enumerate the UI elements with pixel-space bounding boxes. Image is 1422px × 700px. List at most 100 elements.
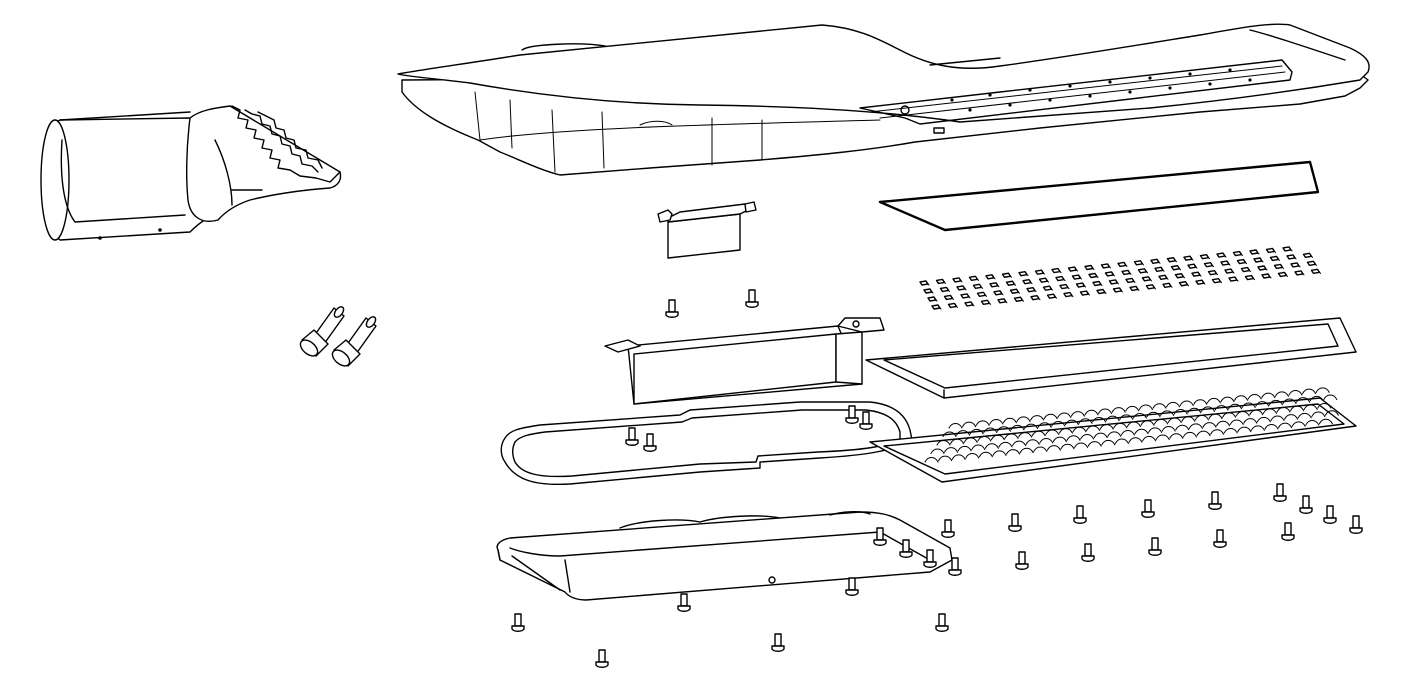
led-chip-icon bbox=[1294, 270, 1305, 276]
led-chip-icon bbox=[1228, 276, 1239, 282]
led-chip-icon bbox=[1273, 263, 1284, 270]
screw-icon bbox=[1323, 505, 1337, 524]
lens-cell bbox=[1045, 429, 1060, 435]
lens-cell bbox=[1128, 437, 1143, 443]
lens-cell bbox=[1148, 427, 1163, 433]
screw-icon bbox=[1073, 505, 1087, 524]
lens-cell bbox=[1276, 407, 1291, 413]
led-chip-icon bbox=[1150, 258, 1161, 264]
lens-cell bbox=[1284, 414, 1299, 420]
led-chip-icon bbox=[1129, 285, 1140, 292]
lens-cell bbox=[1187, 407, 1202, 414]
led-chip-icon bbox=[1018, 271, 1029, 277]
led-chip-icon bbox=[1211, 277, 1222, 284]
bottom-cover bbox=[496, 511, 953, 601]
lens-cell bbox=[1324, 410, 1339, 416]
lens-cell bbox=[1278, 422, 1293, 429]
pole-mount-adapter bbox=[40, 105, 342, 241]
led-chip-icon bbox=[935, 278, 946, 285]
lens-cell bbox=[1255, 401, 1270, 407]
led-chip-icon bbox=[943, 294, 954, 301]
screw-icon bbox=[1081, 543, 1095, 562]
lens-cell bbox=[1196, 430, 1211, 437]
screw-icon bbox=[1141, 499, 1155, 518]
led-chip-icon bbox=[1220, 260, 1231, 266]
lens-cell bbox=[975, 420, 990, 426]
lens-cell bbox=[1311, 411, 1326, 418]
led-chip-icon bbox=[1046, 293, 1057, 299]
lens-cell bbox=[971, 444, 986, 451]
led-chip-icon bbox=[1034, 269, 1045, 275]
led-lens-gasket bbox=[865, 317, 1357, 399]
led-chip-icon bbox=[1269, 255, 1280, 262]
lens-cell bbox=[1229, 419, 1244, 425]
led-chip-icon bbox=[1187, 263, 1198, 269]
lens-cell bbox=[938, 455, 953, 462]
lens-cell bbox=[1033, 446, 1048, 452]
lens-cell bbox=[1297, 412, 1312, 419]
screw-icon bbox=[1281, 522, 1295, 541]
led-chip-icon bbox=[1286, 254, 1297, 260]
lens-cell bbox=[1288, 390, 1303, 396]
lens-cell bbox=[1247, 393, 1262, 400]
led-chip-icon bbox=[1137, 268, 1148, 274]
led-chip-icon bbox=[1244, 274, 1255, 281]
led-chip-icon bbox=[1277, 271, 1288, 278]
lens-cell bbox=[1025, 439, 1040, 445]
led-chip-icon bbox=[1191, 271, 1202, 277]
lens-cell bbox=[1111, 407, 1126, 413]
led-chip-icon bbox=[947, 302, 958, 309]
lens-cell bbox=[1181, 416, 1196, 422]
screw-icon bbox=[677, 593, 691, 612]
lens-cell bbox=[1188, 423, 1203, 429]
lens-cell bbox=[1086, 425, 1101, 431]
led-chip-icon bbox=[1117, 261, 1128, 268]
lens-cell bbox=[1057, 412, 1072, 418]
led-chip-icon bbox=[964, 301, 975, 307]
lens-cell bbox=[977, 436, 992, 442]
lens-cell bbox=[1006, 449, 1021, 455]
lens-cell bbox=[1193, 399, 1208, 405]
led-chip-icon bbox=[1236, 258, 1247, 265]
led-chip-icon bbox=[1174, 273, 1185, 279]
screw-icon bbox=[941, 519, 955, 538]
lens-cell bbox=[1166, 401, 1181, 408]
lens-cell bbox=[978, 451, 993, 458]
led-chip-icon bbox=[960, 293, 971, 299]
lens-cell bbox=[957, 445, 972, 452]
screw-icon bbox=[625, 427, 639, 446]
terminal-block bbox=[657, 201, 757, 259]
led-chip-icon bbox=[1207, 269, 1218, 276]
lens-cell bbox=[1179, 400, 1194, 407]
led-chip-icon bbox=[1022, 279, 1033, 285]
lens-cell bbox=[1256, 416, 1271, 423]
led-chip-icon bbox=[972, 283, 983, 290]
lens-cell bbox=[1152, 403, 1167, 409]
lens-cell bbox=[1234, 395, 1249, 401]
lens-cell bbox=[942, 431, 957, 437]
screw-icon bbox=[771, 633, 785, 652]
led-chip-icon bbox=[1195, 279, 1206, 285]
lens-cell bbox=[1237, 426, 1252, 433]
lens-cell bbox=[1282, 398, 1297, 404]
lens-cell bbox=[1093, 432, 1108, 439]
led-chip-icon bbox=[976, 291, 987, 298]
lens-cell bbox=[1268, 399, 1283, 406]
led-chip-icon bbox=[1092, 280, 1103, 287]
screw-icon bbox=[1349, 515, 1363, 534]
screw-icon bbox=[665, 299, 679, 318]
screw-icon bbox=[1008, 513, 1022, 532]
led-chip-icon bbox=[956, 285, 967, 291]
lens-cell bbox=[1264, 424, 1279, 430]
lens-cell bbox=[1074, 442, 1089, 448]
lens-cell bbox=[1302, 388, 1317, 395]
led-chip-icon bbox=[1162, 282, 1173, 288]
led-chip-icon bbox=[1302, 252, 1313, 259]
lens-cell bbox=[1066, 435, 1081, 441]
led-chip-icon bbox=[1038, 277, 1049, 283]
lens-cell bbox=[1220, 396, 1235, 403]
lens-cell bbox=[1120, 430, 1135, 436]
led-chip-icon bbox=[1216, 252, 1227, 258]
